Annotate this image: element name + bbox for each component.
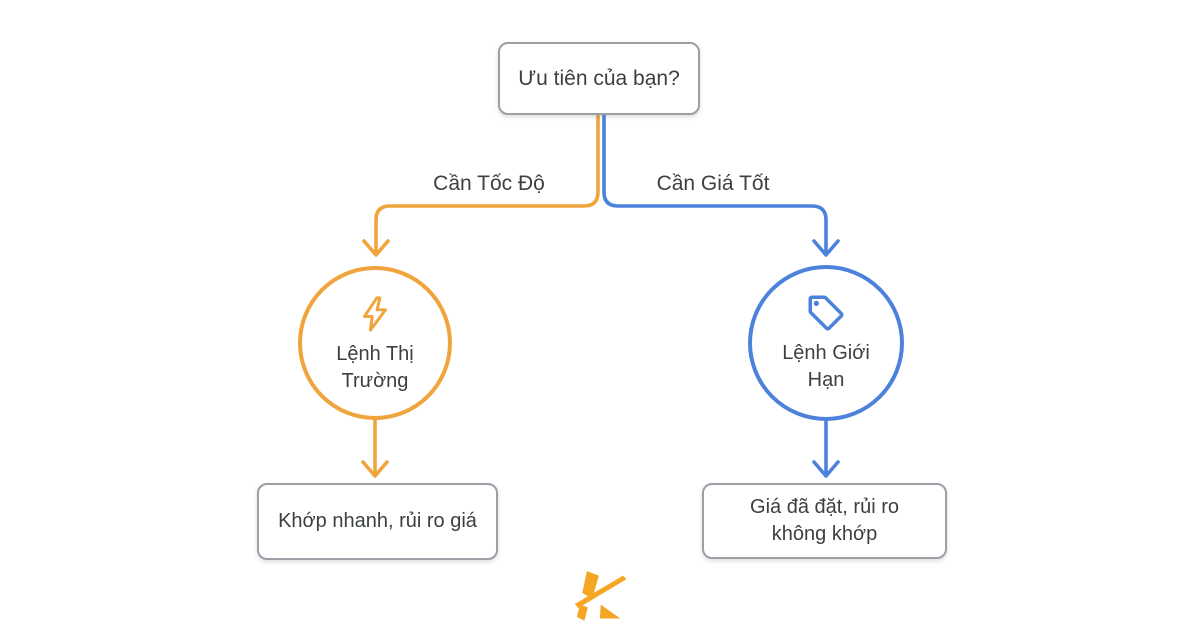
market-order-node: Lệnh Thị Trường xyxy=(298,266,452,420)
branch-label-speed: Cần Tốc Độ xyxy=(433,172,545,195)
logo-diagonal xyxy=(574,575,627,609)
logo-lower-bar xyxy=(576,604,588,621)
root-question-label: Ưu tiên của bạn? xyxy=(518,66,680,90)
price-tag-icon xyxy=(808,295,844,331)
arrow-down-icon xyxy=(812,460,840,478)
logo-upper-bar xyxy=(582,571,599,599)
market-order-label: Lệnh Thị Trường xyxy=(336,343,414,392)
branch-label-price: Cần Giá Tốt xyxy=(656,172,770,195)
limit-order-label: Lệnh Giới Hạn xyxy=(782,342,870,391)
logo-triangle xyxy=(599,604,621,619)
market-order-outcome-node: Khớp nhanh, rủi ro giá xyxy=(257,483,498,560)
limit-order-outcome-label: Giá đã đặt, rủi ro không khớp xyxy=(750,496,899,545)
market-order-outcome-label: Khớp nhanh, rủi ro giá xyxy=(278,510,477,532)
root-question-node: Ưu tiên của bạn? xyxy=(498,42,700,115)
lightning-bolt-icon xyxy=(363,296,387,332)
limit-order-outcome-node: Giá đã đặt, rủi ro không khớp xyxy=(702,483,947,559)
k-brand-logo xyxy=(574,571,627,621)
arrow-down-icon xyxy=(361,460,389,478)
limit-order-node: Lệnh Giới Hạn xyxy=(748,265,904,421)
arrow-down-icon xyxy=(812,239,840,257)
arrow-down-icon xyxy=(362,239,390,257)
